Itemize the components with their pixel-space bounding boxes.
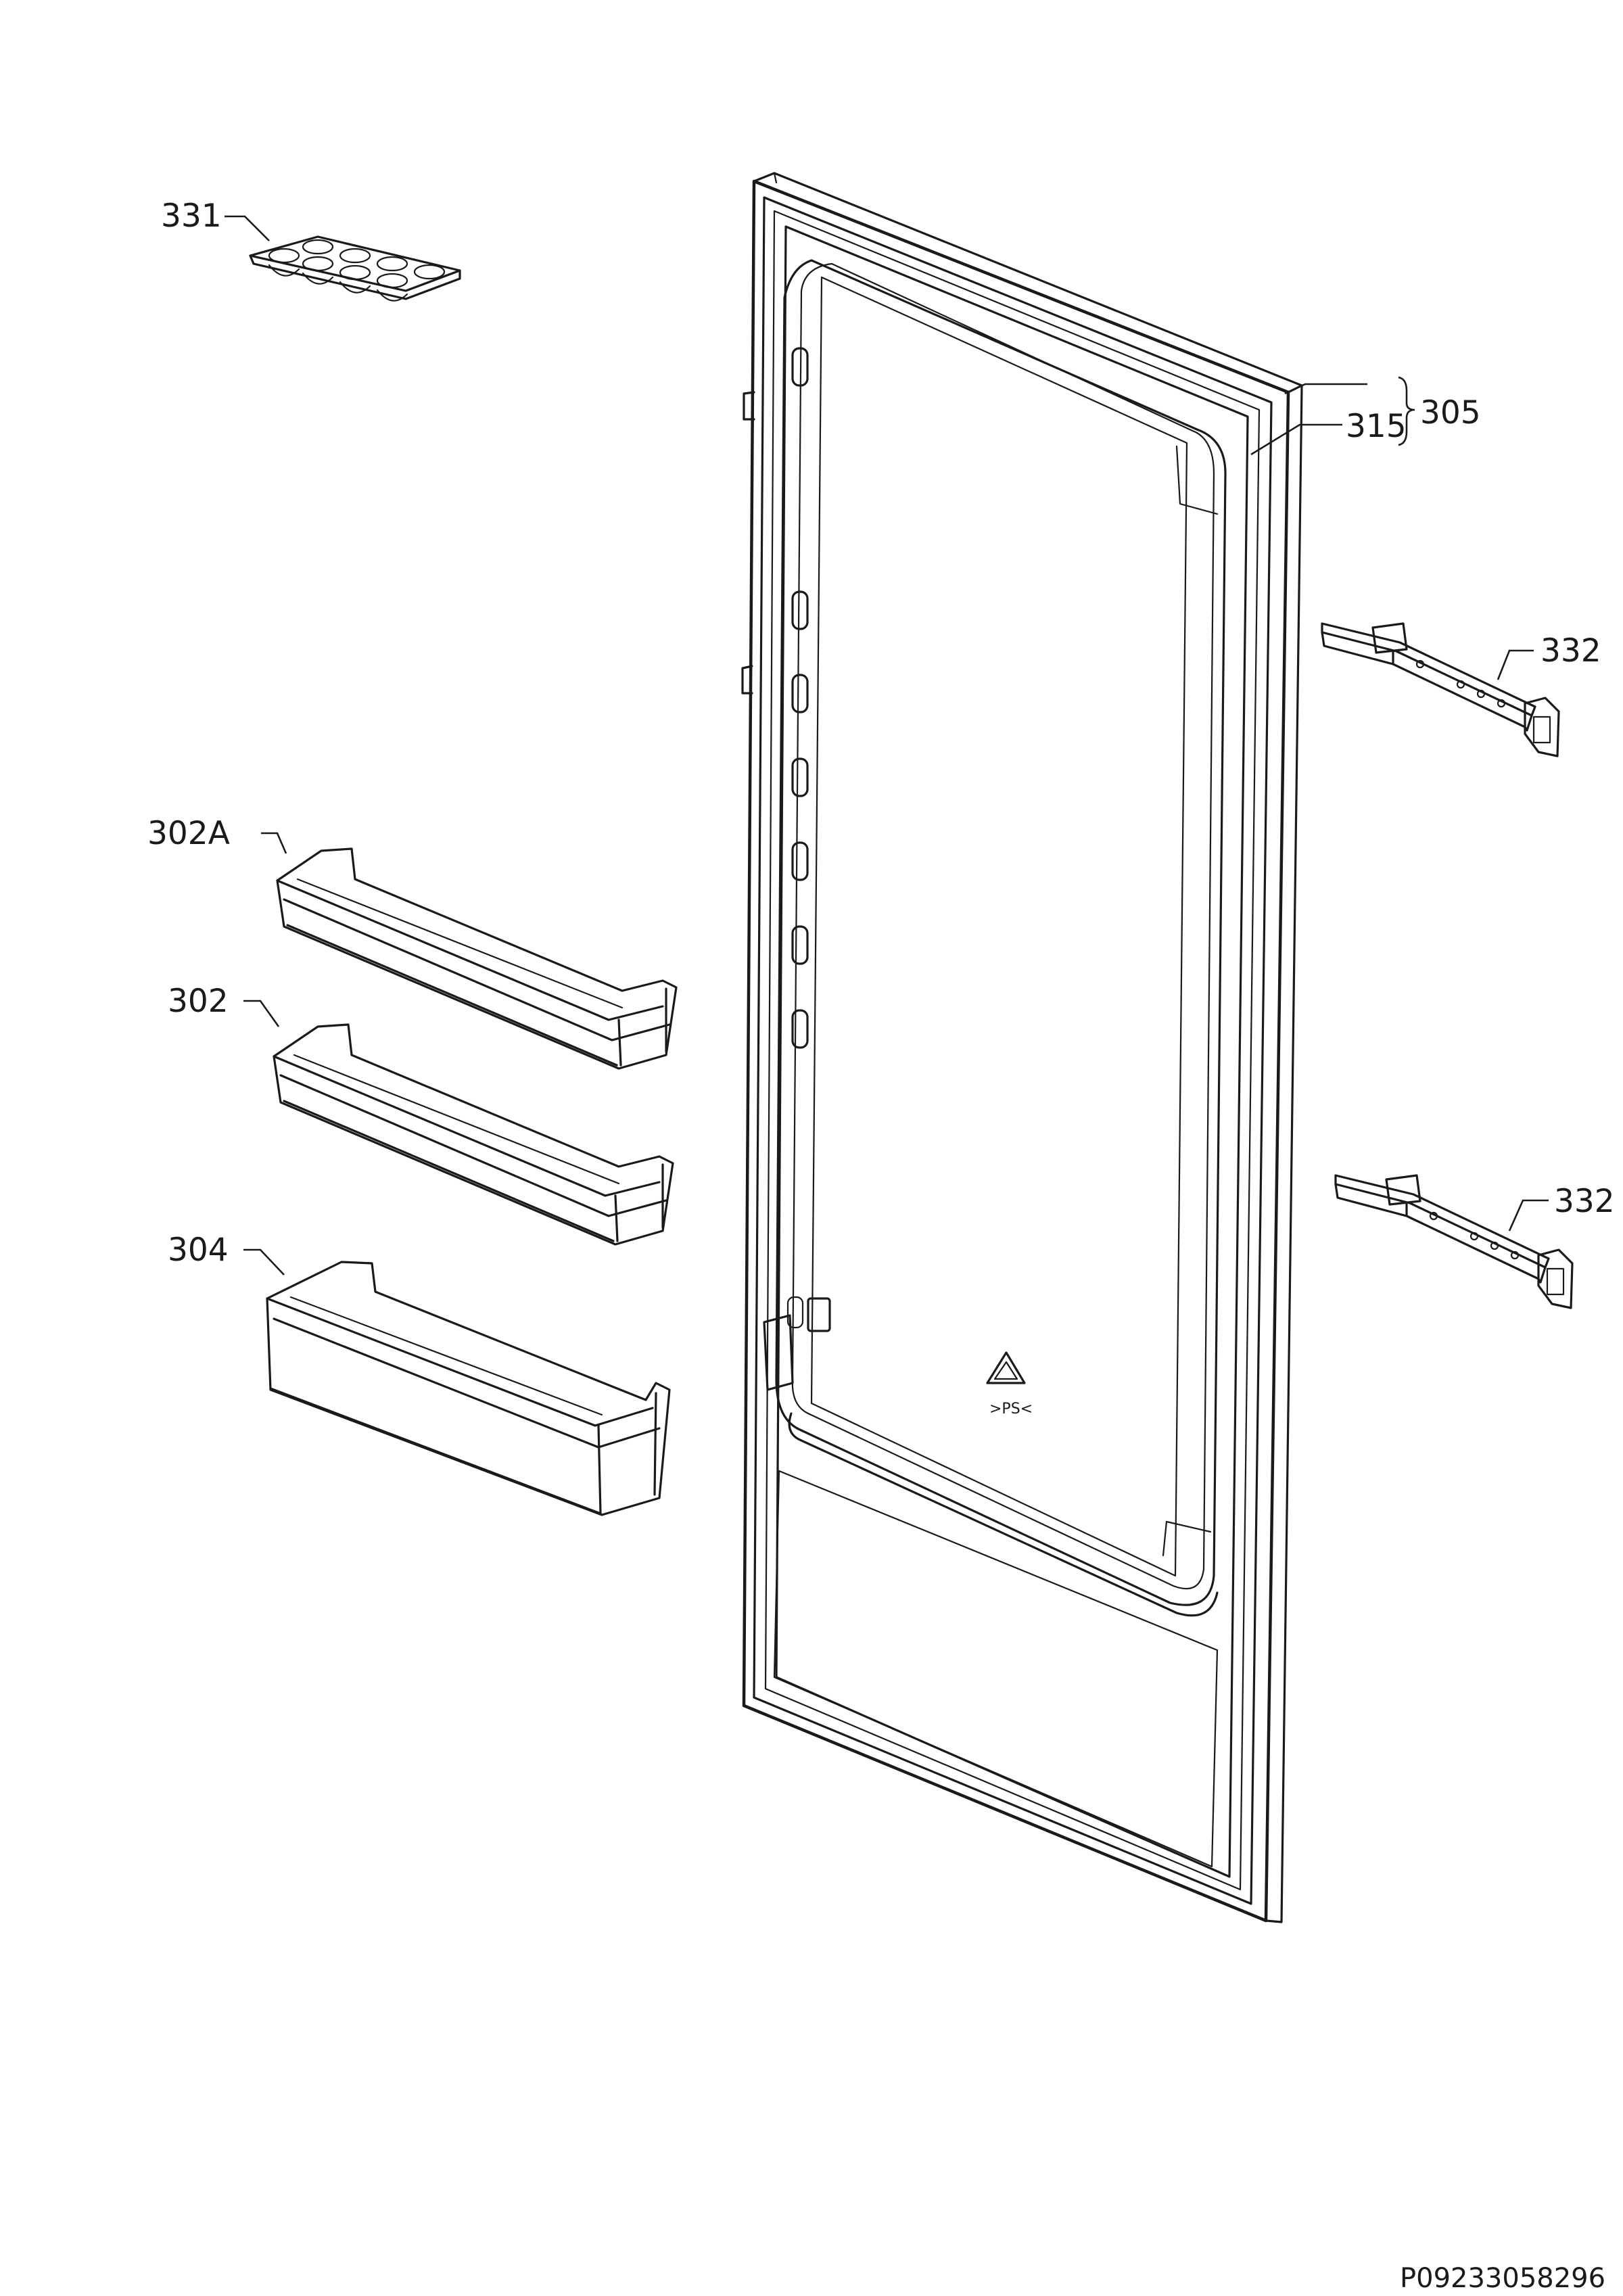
egg-tray	[249, 235, 461, 302]
callout-labels: 331 315 305 332 332 302A 302 304 P092330…	[147, 197, 1615, 2294]
leader-lines	[225, 215, 1549, 1275]
door-assembly: >PS<	[741, 172, 1303, 1923]
label-305: 305	[1420, 394, 1481, 431]
recycling-icon: >PS<	[986, 1351, 1033, 1418]
drawing-code: P09233058296	[1400, 2263, 1605, 2294]
hinge-bracket-top	[1321, 622, 1560, 757]
bottle-shelf-304	[266, 1261, 671, 1516]
label-315: 315	[1346, 408, 1407, 445]
label-304: 304	[168, 1232, 229, 1269]
label-332-bottom: 332	[1554, 1183, 1615, 1220]
shelf-lugs	[791, 347, 809, 1049]
label-332-top: 332	[1540, 632, 1601, 670]
door-gasket	[753, 196, 1273, 1905]
label-331: 331	[161, 197, 222, 235]
svg-text:>PS<: >PS<	[989, 1401, 1033, 1418]
door-shelf-302	[273, 1023, 674, 1246]
door-shelf-302a	[276, 847, 678, 1070]
label-302: 302	[168, 983, 229, 1020]
label-302a: 302A	[147, 815, 230, 852]
hinge-bracket-bottom	[1334, 1174, 1574, 1309]
